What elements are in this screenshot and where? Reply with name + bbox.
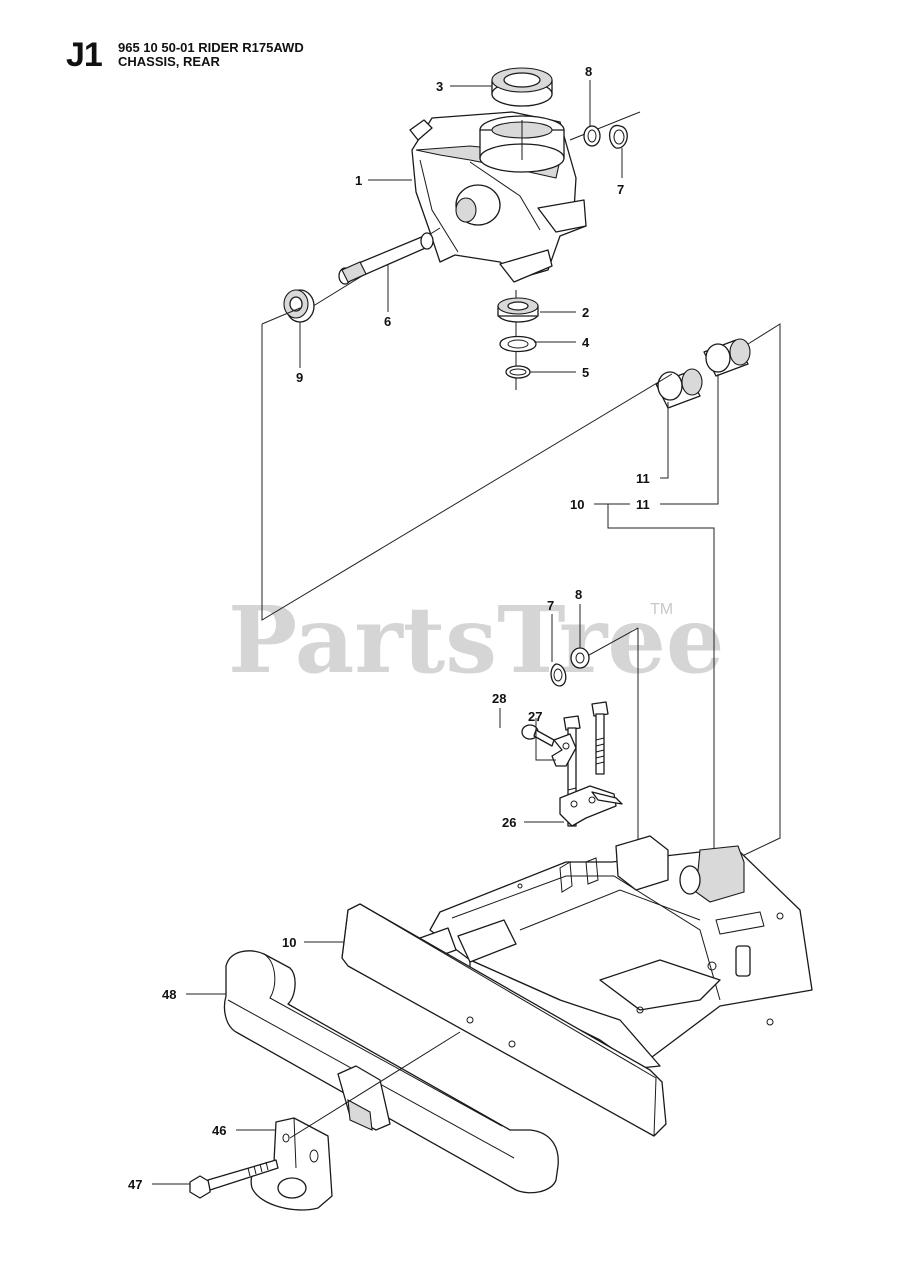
callout-46[interactable]: 46 bbox=[212, 1123, 226, 1138]
seal-top[interactable] bbox=[491, 67, 553, 107]
bushing-left[interactable] bbox=[283, 289, 315, 323]
bracket-bolt-left[interactable] bbox=[563, 715, 581, 827]
reference-line-10 bbox=[607, 504, 715, 856]
callout-8-top[interactable]: 8 bbox=[585, 64, 592, 79]
callout-8-lower[interactable]: 8 bbox=[575, 587, 582, 602]
bracket-bolt-right[interactable] bbox=[591, 701, 609, 775]
bracket-26[interactable] bbox=[559, 785, 623, 827]
callout-3[interactable]: 3 bbox=[436, 79, 443, 94]
callout-1[interactable]: 1 bbox=[355, 173, 362, 188]
callout-10-upper[interactable]: 10 bbox=[570, 497, 584, 512]
bushing-11-left[interactable] bbox=[655, 368, 703, 409]
watermark-text: PartsTree bbox=[228, 586, 724, 694]
spacer-clip[interactable] bbox=[499, 335, 537, 353]
leader-11-upper bbox=[660, 402, 669, 479]
callout-11-lower[interactable]: 11 bbox=[636, 497, 650, 512]
housing-axis-side bbox=[569, 111, 641, 141]
circlip-upper[interactable] bbox=[609, 124, 628, 149]
clamp-27[interactable] bbox=[551, 733, 577, 767]
pivot-pin[interactable] bbox=[338, 232, 434, 285]
diagram-code: J1 bbox=[66, 36, 103, 74]
callout-27[interactable]: 27 bbox=[528, 709, 542, 724]
callout-26[interactable]: 26 bbox=[502, 815, 516, 830]
circlip-lower[interactable] bbox=[550, 663, 567, 687]
washer-upper[interactable] bbox=[583, 125, 601, 147]
reference-line-left bbox=[261, 324, 673, 621]
chassis-frame[interactable] bbox=[429, 835, 813, 1069]
callout-11-upper[interactable]: 11 bbox=[636, 471, 650, 486]
hitch-bolt-47[interactable] bbox=[189, 1159, 279, 1199]
callout-2[interactable]: 2 bbox=[582, 305, 589, 320]
callout-4[interactable]: 4 bbox=[582, 335, 590, 350]
circlip-bearing[interactable] bbox=[505, 365, 531, 379]
section-title: CHASSIS, REAR bbox=[118, 54, 220, 69]
callout-6[interactable]: 6 bbox=[384, 314, 391, 329]
callout-48[interactable]: 48 bbox=[162, 987, 176, 1002]
bumper-10[interactable] bbox=[341, 903, 667, 1137]
hitch-axis bbox=[289, 1031, 461, 1139]
bushing-11-right[interactable] bbox=[703, 338, 751, 377]
leader-11-lower bbox=[660, 374, 719, 505]
leader-27 bbox=[535, 718, 556, 761]
bearing[interactable] bbox=[497, 297, 539, 323]
watermark-tm: TM bbox=[650, 601, 673, 618]
reference-line-bushing bbox=[261, 307, 301, 325]
hitch-bracket-46[interactable] bbox=[250, 1117, 333, 1211]
callout-9[interactable]: 9 bbox=[296, 370, 303, 385]
callout-5[interactable]: 5 bbox=[582, 365, 589, 380]
callout-47[interactable]: 47 bbox=[128, 1177, 142, 1192]
screw-28[interactable] bbox=[521, 724, 555, 747]
model-title: 965 10 50-01 RIDER R175AWD bbox=[118, 40, 304, 55]
housing-boss-side bbox=[455, 184, 501, 226]
bumper-48[interactable] bbox=[223, 950, 559, 1194]
callout-7-top[interactable]: 7 bbox=[617, 182, 624, 197]
reference-line-right bbox=[737, 323, 781, 859]
callout-7-lower[interactable]: 7 bbox=[547, 598, 554, 613]
washer-lower[interactable] bbox=[570, 647, 590, 669]
callout-10-lower[interactable]: 10 bbox=[282, 935, 296, 950]
reference-line-washers bbox=[579, 627, 639, 661]
callout-28[interactable]: 28 bbox=[492, 691, 506, 706]
